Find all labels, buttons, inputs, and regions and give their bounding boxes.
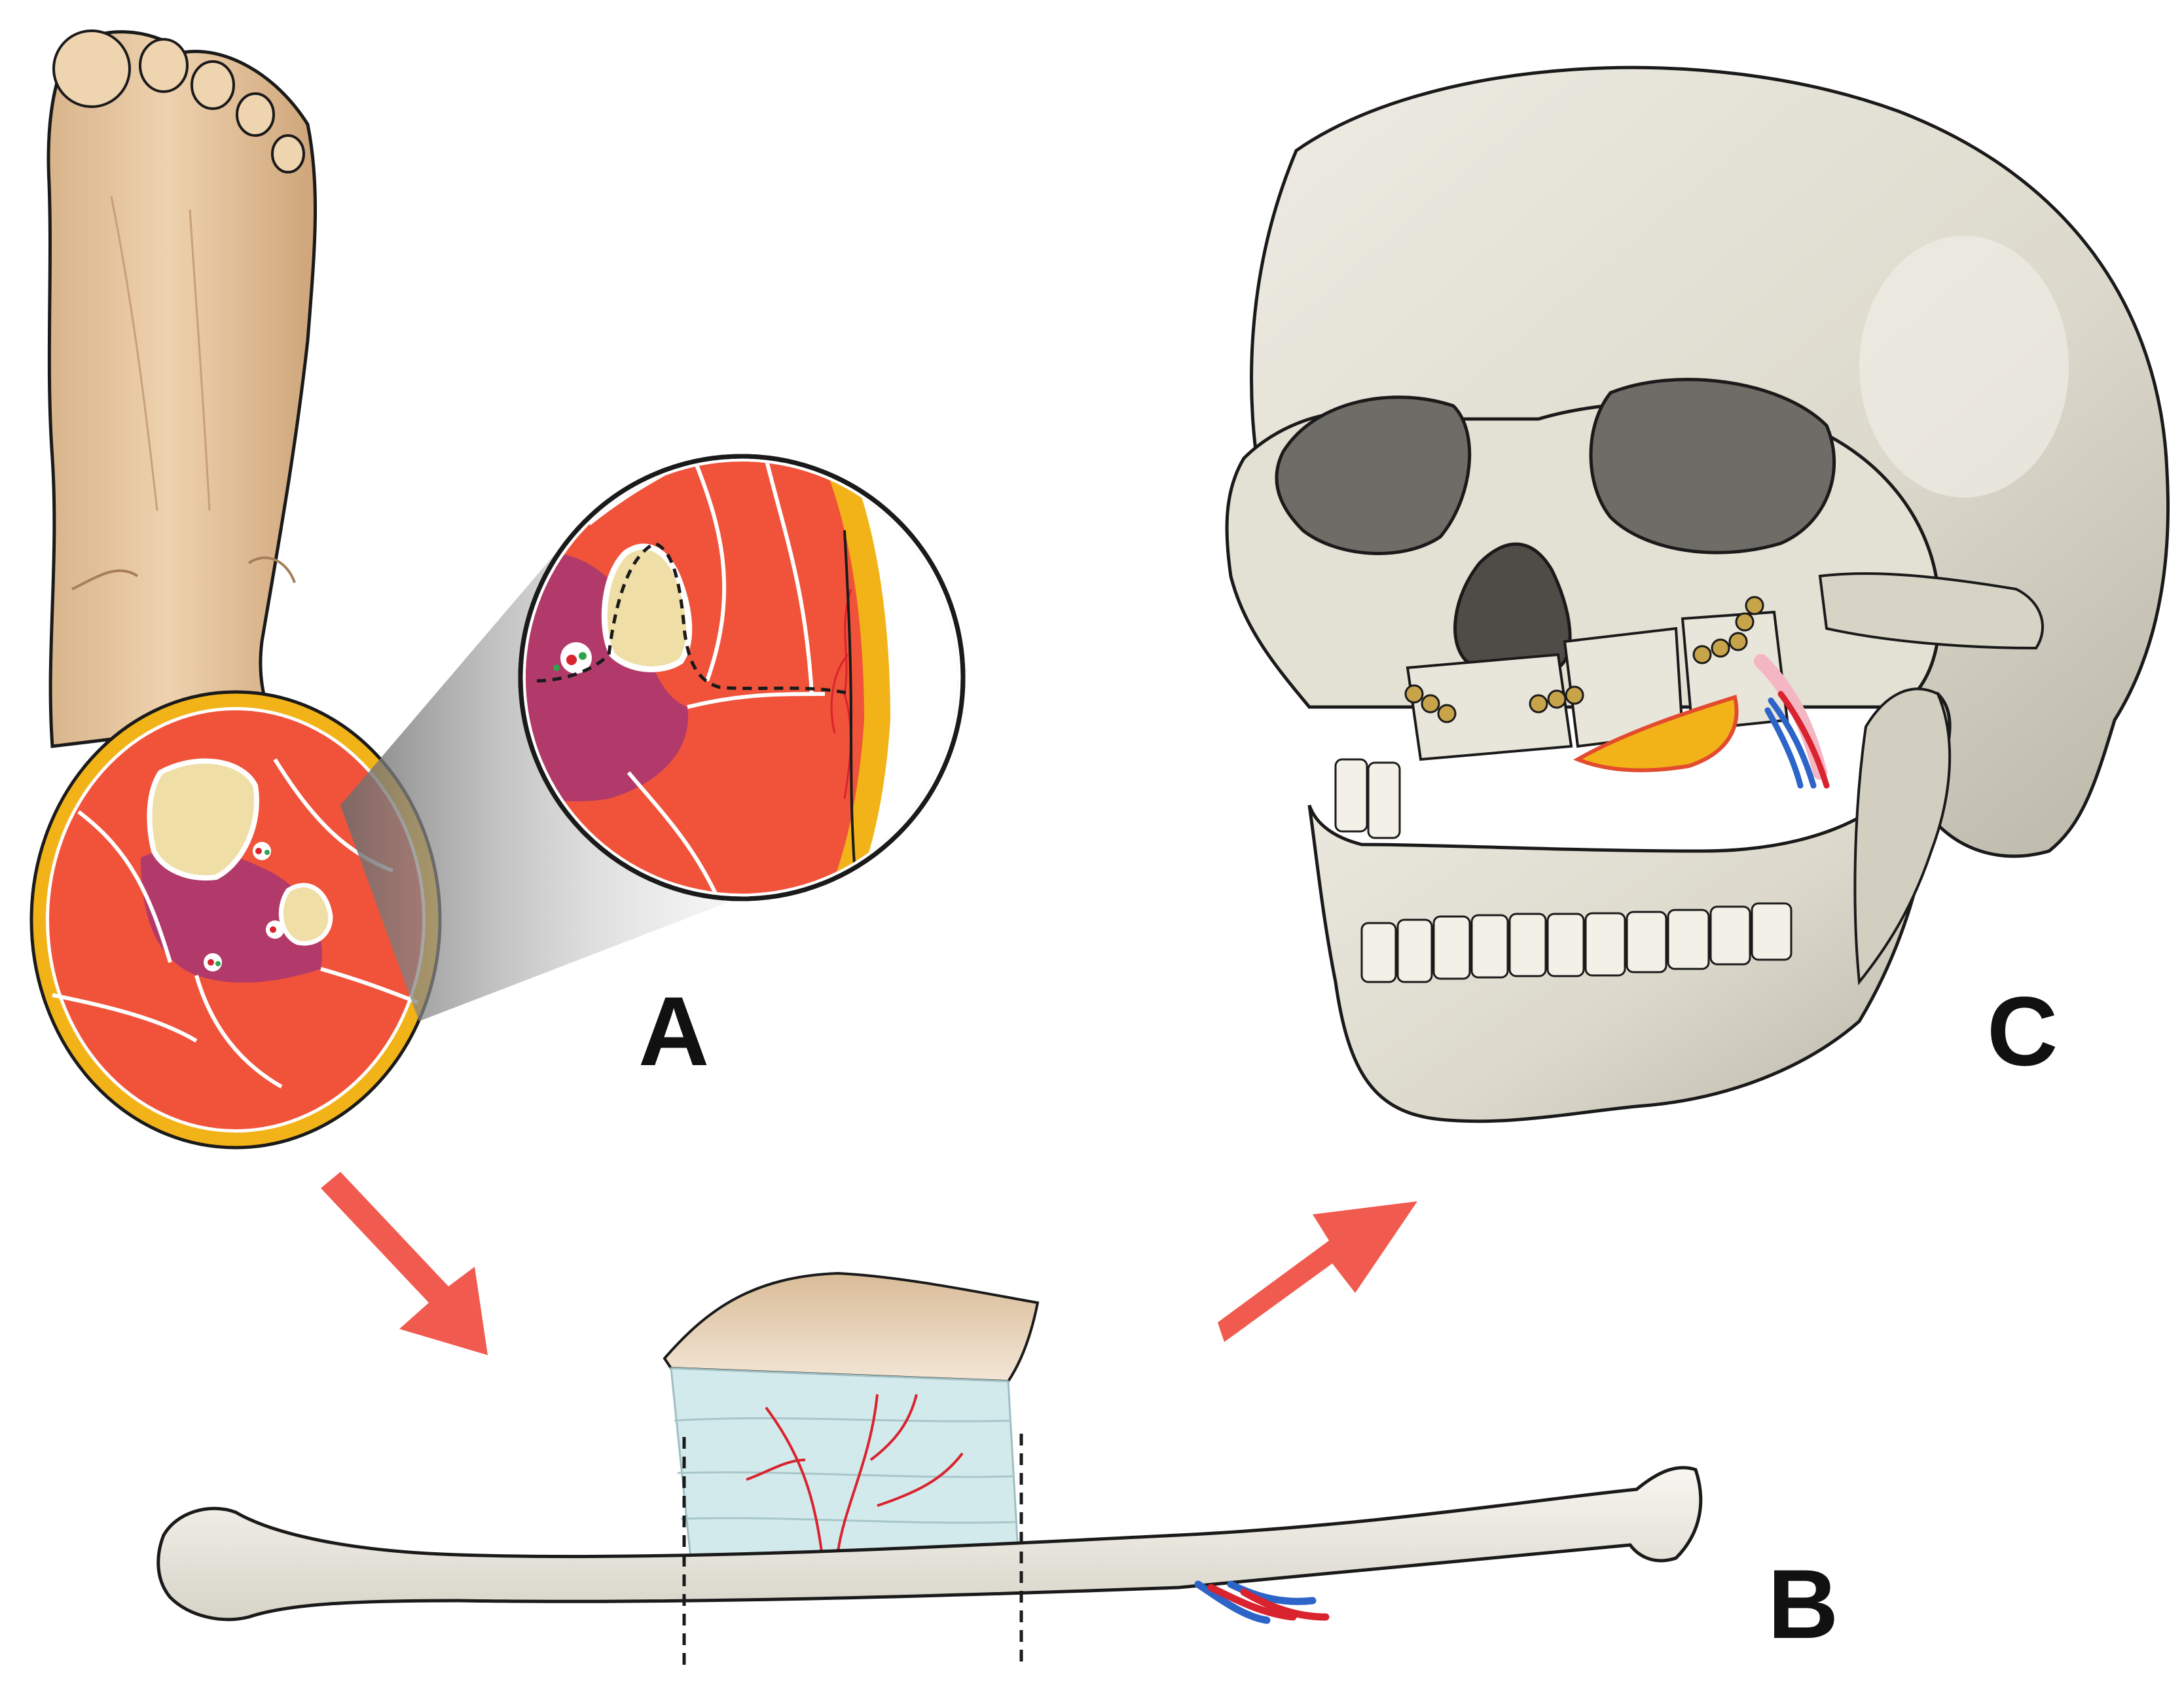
- mandible-ramus: [1853, 687, 1952, 986]
- skull-illustration: [1225, 65, 2170, 1123]
- skin-paddle-line: [843, 530, 859, 894]
- leg-cross-section: [29, 690, 442, 1150]
- tibia-section: [147, 758, 259, 881]
- right-orbit: [1589, 378, 1836, 554]
- panel-label-a: A: [638, 976, 710, 1086]
- panel-label-b: B: [1768, 1549, 1839, 1659]
- zygomatic-arch: [1818, 572, 2044, 650]
- zoom-detail-circle: [518, 454, 966, 901]
- fibula-graft: [156, 1271, 1703, 1666]
- fibula-section: [278, 882, 333, 946]
- vessel-bundles: [204, 842, 284, 972]
- big-toe: [52, 29, 131, 108]
- tendon-lines: [110, 196, 211, 511]
- fascial-septa: [52, 758, 432, 1089]
- toe-3: [191, 60, 235, 110]
- fixation-screws: [1404, 596, 1764, 723]
- lower-teeth: [1360, 902, 1793, 983]
- foot-leg-silhouette: [46, 30, 318, 748]
- toe-4: [236, 92, 275, 137]
- left-orbit: [1275, 395, 1472, 555]
- temporal-bulge: [1859, 236, 2069, 498]
- upper-teeth: [1334, 758, 1401, 839]
- soft-tissue-block: [670, 1367, 1019, 1559]
- graft-pedicle: [1754, 654, 1830, 789]
- zoom-septa: [588, 462, 826, 894]
- ankle-contour: [71, 556, 296, 590]
- deep-compartment: [141, 848, 322, 983]
- panel-label-c: C: [1987, 976, 2058, 1086]
- leg-illustration: [46, 29, 318, 748]
- vascular-pedicle: [1194, 1580, 1330, 1624]
- toe-5: [271, 134, 305, 173]
- graft-skin-paddle: [1573, 695, 1739, 772]
- toes: [52, 29, 305, 173]
- fibula-graft-segments: [1404, 596, 1830, 789]
- skin-paddle: [663, 1271, 1040, 1383]
- arrow-down-right-icon: [321, 1172, 488, 1355]
- zoom-deep-compartment: [526, 552, 689, 802]
- toe-2: [139, 38, 189, 93]
- fibula-bone: [156, 1466, 1703, 1622]
- harvest-outline: [536, 541, 852, 696]
- arrow-up-right-icon: [1218, 1201, 1417, 1342]
- graft-segment-1: [1406, 653, 1573, 761]
- perforator-vessels: [746, 1394, 964, 1552]
